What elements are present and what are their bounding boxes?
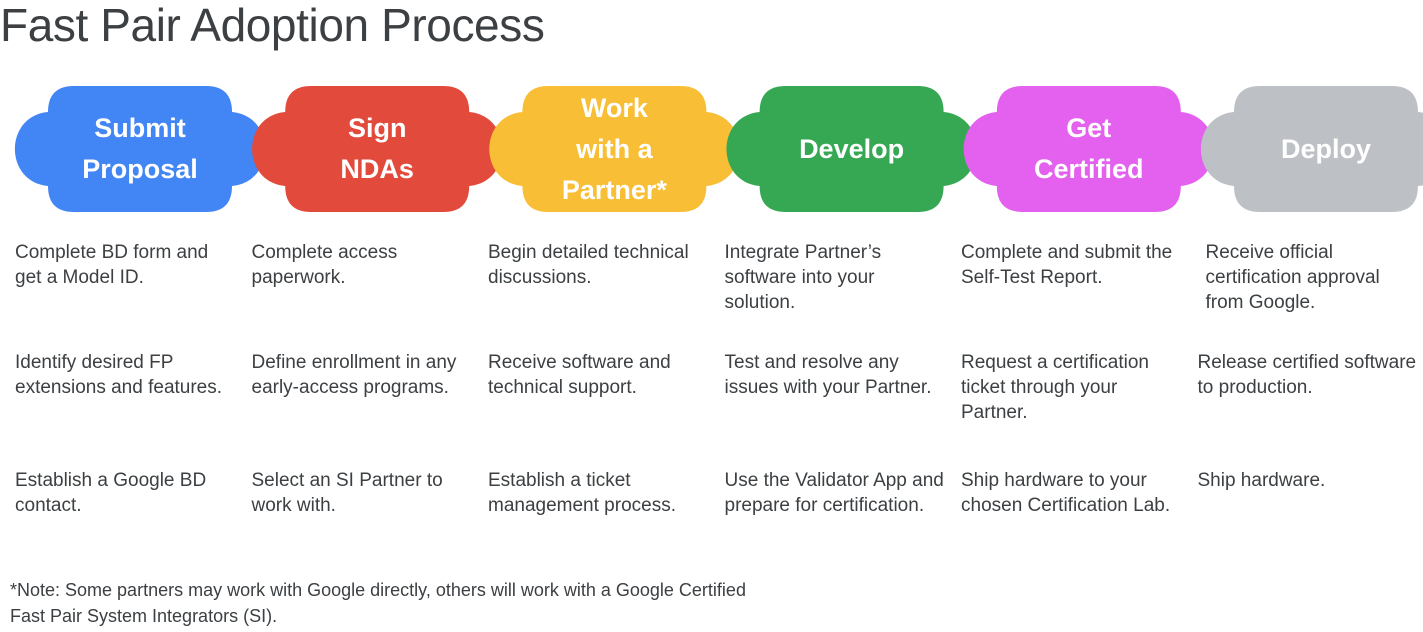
chevron-get-certified[interactable] [963, 86, 1214, 212]
step-item: Receive official certification approval … [1205, 242, 1380, 313]
step-item: Complete access paperwork. [251, 242, 398, 288]
chevron-deploy[interactable] [1201, 86, 1423, 212]
step-item: Complete and submit the Self-Test Report… [961, 242, 1173, 288]
step-item: Select an SI Partner to work with. [251, 470, 443, 516]
chevron-sign-ndas[interactable] [252, 86, 503, 212]
chevron-shapes [14, 86, 1423, 212]
step-item: Establish a ticket management process. [488, 470, 676, 516]
step-item: Identify desired FP extensions and featu… [15, 352, 223, 398]
step-item: Request a certification ticket through y… [961, 352, 1149, 423]
step-item: Integrate Partner’s software into your s… [724, 242, 882, 313]
step-item: Complete BD form and get a Model ID. [15, 242, 209, 288]
step-item: Begin detailed technical discussions. [488, 242, 689, 288]
footnote-note: *Note: Some partners may work with Googl… [10, 580, 746, 626]
step-item: Release certified software to production… [1197, 352, 1417, 398]
page-title: Fast Pair Adoption Process [0, 0, 545, 51]
step-item: Use the Validator App and prepare for ce… [724, 470, 944, 516]
process-steps-grid: Complete BD form and get a Model ID. Iden… [0, 240, 1423, 560]
step-item: Ship hardware. [1197, 470, 1326, 491]
step-item: Establish a Google BD contact. [15, 470, 207, 516]
step-item: Receive software and technical support. [488, 352, 671, 398]
step-item: Define enrollment in any early-access pr… [251, 352, 457, 398]
chevron-work-with-a-partner[interactable] [489, 86, 740, 212]
chevron-submit-proposal[interactable] [14, 86, 266, 212]
step-item: Ship hardware to your chosen Certificati… [961, 470, 1171, 516]
chevron-develop[interactable] [726, 86, 977, 212]
step-item: Test and resolve any issues with your Pa… [724, 352, 932, 398]
